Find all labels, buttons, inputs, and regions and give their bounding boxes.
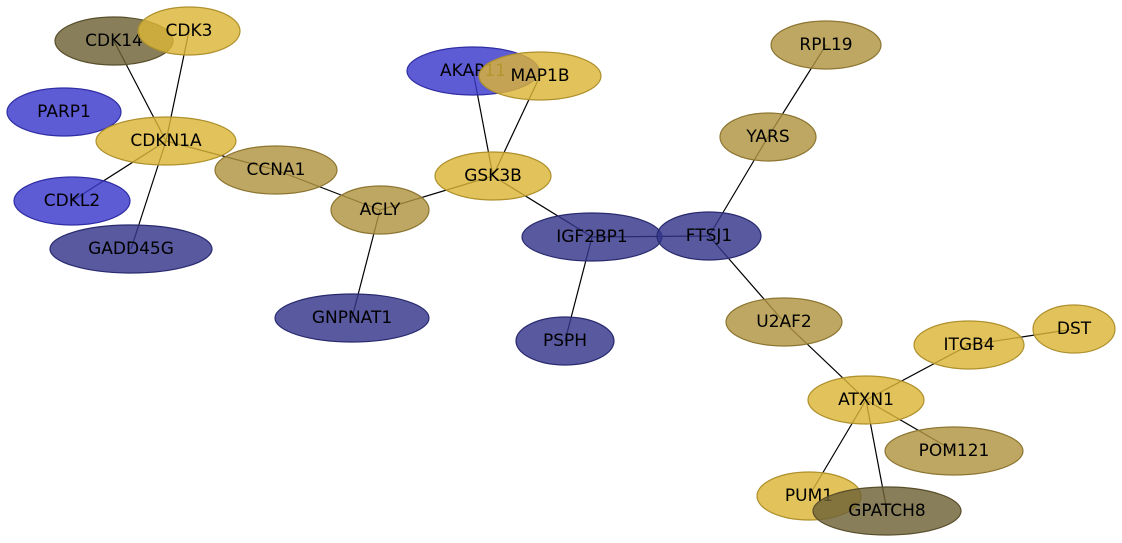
node-ellipse (725, 297, 843, 347)
node-pom121[interactable]: POM121 (884, 426, 1024, 476)
node-label: ACLY (360, 200, 401, 220)
node-ellipse (913, 320, 1025, 370)
node-label: CDK14 (85, 31, 143, 51)
node-ellipse (656, 211, 762, 261)
node-label: GPATCH8 (848, 501, 926, 521)
node-rpl19[interactable]: RPL19 (770, 20, 882, 70)
node-dst[interactable]: DST (1032, 304, 1116, 354)
node-label: PSPH (543, 331, 587, 351)
node-label: RPL19 (799, 35, 852, 55)
node-ellipse (884, 426, 1024, 476)
node-cdkn1a[interactable]: CDKN1A (95, 116, 237, 166)
node-ellipse (49, 224, 213, 274)
node-label: CDKN1A (130, 131, 202, 151)
node-label: CCNA1 (247, 160, 306, 180)
node-ccna1[interactable]: CCNA1 (214, 145, 338, 195)
node-label: GSK3B (464, 166, 522, 186)
node-u2af2[interactable]: U2AF2 (725, 297, 843, 347)
node-itgb4[interactable]: ITGB4 (913, 320, 1025, 370)
node-ellipse (274, 293, 430, 343)
node-label: FTSJ1 (686, 226, 732, 246)
node-ellipse (95, 116, 237, 166)
node-ellipse (719, 112, 817, 162)
node-label: U2AF2 (756, 312, 811, 332)
node-ellipse (515, 316, 615, 366)
node-label: GNPNAT1 (312, 308, 392, 328)
node-label: CDKL2 (44, 191, 100, 211)
node-label: YARS (745, 127, 789, 147)
node-gpatch8[interactable]: GPATCH8 (812, 486, 962, 536)
node-ellipse (478, 51, 602, 101)
node-ellipse (770, 20, 882, 70)
node-ellipse (807, 375, 925, 425)
node-gsk3b[interactable]: GSK3B (434, 151, 552, 201)
node-atxn1[interactable]: ATXN1 (807, 375, 925, 425)
node-ellipse (330, 185, 430, 235)
node-label: DST (1057, 319, 1092, 339)
node-gnpnat1[interactable]: GNPNAT1 (274, 293, 430, 343)
node-ftsj1[interactable]: FTSJ1 (656, 211, 762, 261)
node-ellipse (1032, 304, 1116, 354)
node-label: MAP1B (510, 66, 569, 86)
node-psph[interactable]: PSPH (515, 316, 615, 366)
node-cdk3[interactable]: CDK3 (137, 6, 241, 56)
node-map1b[interactable]: MAP1B (478, 51, 602, 101)
node-parp1[interactable]: PARP1 (6, 87, 122, 137)
node-label: ATXN1 (838, 390, 894, 410)
node-cdkl2[interactable]: CDKL2 (13, 176, 131, 226)
node-label: ITGB4 (943, 335, 994, 355)
node-ellipse (214, 145, 338, 195)
node-label: GADD45G (88, 239, 174, 259)
node-label: POM121 (919, 441, 990, 461)
node-gadd45g[interactable]: GADD45G (49, 224, 213, 274)
node-label: PARP1 (37, 102, 91, 122)
node-acly[interactable]: ACLY (330, 185, 430, 235)
node-yars[interactable]: YARS (719, 112, 817, 162)
node-ellipse (434, 151, 552, 201)
node-label: CDK3 (166, 21, 213, 41)
node-ellipse (6, 87, 122, 137)
node-ellipse (137, 6, 241, 56)
node-ellipse (812, 486, 962, 536)
node-label: IGF2BP1 (556, 227, 628, 247)
node-igf2bp1[interactable]: IGF2BP1 (521, 212, 663, 262)
node-ellipse (13, 176, 131, 226)
